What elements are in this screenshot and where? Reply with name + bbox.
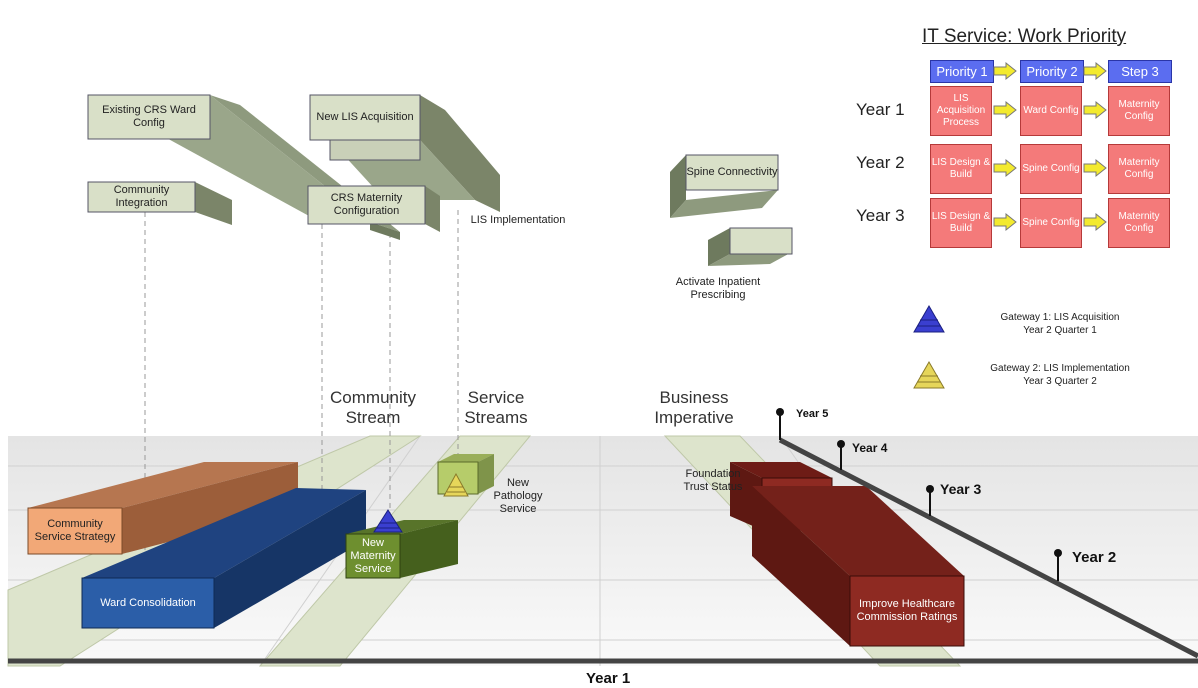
- legend-pyramid-yellow-icon: [913, 360, 945, 389]
- timeline-year-2: Year 2: [1072, 549, 1117, 566]
- community-stream-title: Community Stream: [330, 388, 416, 427]
- gateway-2-line1: Gateway 2: LIS Implementation: [990, 363, 1130, 374]
- crs-maternity-box: [307, 185, 440, 232]
- timeline-year-5: Year 5: [796, 408, 829, 420]
- cell-y1-p2: Ward Config: [1020, 86, 1082, 136]
- cell-y1-p1: LIS Acquisition Process: [930, 86, 992, 136]
- arrow-icon: [993, 100, 1017, 120]
- lis-implementation-label: LIS Implementation: [470, 214, 566, 226]
- cell-y2-p2: Spine Config: [1020, 144, 1082, 194]
- community-integration-box: [87, 181, 232, 225]
- row-year-2: Year 2: [856, 153, 905, 172]
- foundation-label: Foundation Trust Status: [683, 468, 743, 493]
- arrow-icon: [1083, 61, 1107, 81]
- business-imperative-title: Business Imperative: [654, 388, 734, 427]
- new-maternity-box: [345, 520, 458, 579]
- existing-crs-label: Existing CRS Ward Config: [102, 104, 196, 129]
- legend-pyramid-blue-icon: [913, 304, 945, 333]
- arrow-icon: [993, 158, 1017, 178]
- gateway-1-line1: Gateway 1: LIS Acquisition: [1000, 312, 1120, 323]
- community-strategy-box: [27, 462, 298, 555]
- arrow-icon: [1083, 158, 1107, 178]
- improve-label: Improve Healthcare Commission Ratings: [856, 598, 958, 623]
- timeline-year-1: Year 1: [586, 670, 631, 687]
- cell-y3-p2: Spine Config: [1020, 198, 1082, 248]
- service-streams-title: Service Streams: [464, 388, 528, 427]
- new-maternity-label: New Maternity Service: [350, 536, 396, 575]
- spine-label: Spine Connectivity: [686, 166, 778, 178]
- activate-label: Activate Inpatient Prescribing: [675, 276, 761, 301]
- gateway-pyramid-blue-icon: [373, 509, 403, 533]
- gateway-1-line2: Year 2 Quarter 1: [1023, 325, 1097, 336]
- cell-y1-p3: Maternity Config: [1108, 86, 1170, 136]
- row-year-1: Year 1: [856, 100, 905, 119]
- arrow-icon: [1083, 100, 1107, 120]
- arrow-icon: [993, 212, 1017, 232]
- cell-y3-p1: LIS Design & Build: [930, 198, 992, 248]
- arrow-icon: [993, 61, 1017, 81]
- new-pathology-box: [437, 454, 494, 495]
- new-pathology-label: New Pathology Service: [493, 477, 543, 515]
- new-lis-label: New LIS Acquisition: [316, 111, 414, 123]
- community-integration-label: Community Integration: [113, 184, 170, 209]
- gateway-1-text: Gateway 1: LIS Acquisition Year 2 Quarte…: [960, 311, 1160, 337]
- crs-maternity-label: CRS Maternity Configuration: [330, 192, 403, 217]
- new-lis-box: [309, 94, 500, 212]
- priority-arrows: [993, 61, 1107, 232]
- arrow-icon: [1083, 212, 1107, 232]
- gateway-2-line2: Year 3 Quarter 2: [1023, 376, 1097, 387]
- timeline-year-4: Year 4: [852, 441, 888, 455]
- cell-y2-p1: LIS Design & Build: [930, 144, 992, 194]
- work-priority-title: IT Service: Work Priority: [922, 26, 1127, 47]
- improve-box: [752, 486, 965, 647]
- ward-consolidation-box: [81, 488, 366, 629]
- timeline-year-3: Year 3: [940, 481, 982, 497]
- cell-y3-p3: Maternity Config: [1108, 198, 1170, 248]
- priority-header-3: Step 3: [1108, 60, 1172, 83]
- ward-consolidation-label: Ward Consolidation: [100, 596, 196, 609]
- cell-y2-p3: Maternity Config: [1108, 144, 1170, 194]
- drop-lines: [144, 210, 459, 600]
- timeline: [8, 408, 1198, 664]
- row-year-3: Year 3: [856, 206, 905, 225]
- gateway-2-text: Gateway 2: LIS Implementation Year 3 Qua…: [960, 362, 1160, 388]
- community-strategy-label: Community Service Strategy: [34, 518, 116, 543]
- gateway-pyramid-yellow-icon: [443, 472, 469, 497]
- priority-header-2: Priority 2: [1020, 60, 1084, 83]
- activate-box: [708, 227, 793, 266]
- spine-box: [670, 154, 779, 218]
